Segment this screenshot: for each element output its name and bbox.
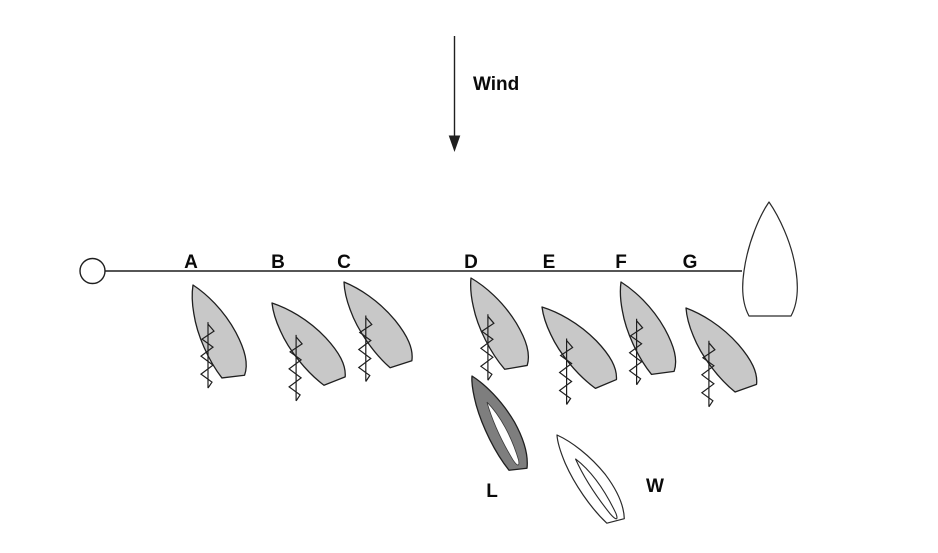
boat-hull	[619, 281, 677, 376]
start-line-group	[79, 201, 798, 317]
luffing-sail-icon	[288, 334, 303, 402]
wind-label: Wind	[473, 74, 519, 95]
boat-f	[619, 281, 677, 386]
mark-label-e: E	[543, 252, 556, 273]
boat-d	[469, 277, 530, 381]
boat-g	[685, 307, 758, 408]
boat-hull	[191, 284, 247, 379]
boat-hull	[469, 277, 530, 370]
mark-label-g: G	[683, 252, 698, 273]
boat-hull	[685, 307, 758, 393]
windward-label: W	[646, 476, 664, 497]
boat-b	[271, 302, 346, 402]
boat-e	[541, 306, 618, 405]
mark-label-d: D	[464, 252, 478, 273]
mark-label-f: F	[615, 252, 627, 273]
mark-label-a: A	[184, 252, 198, 273]
wind-arrow-down-icon	[448, 135, 461, 152]
boat-leeward	[471, 375, 528, 471]
leeward-label: L	[486, 481, 498, 502]
luffing-sail-icon	[628, 318, 644, 386]
boat-hull	[343, 281, 413, 369]
luffing-sail-icon	[357, 315, 373, 382]
luffing-sail-icon	[199, 322, 215, 389]
boat-windward	[556, 434, 625, 524]
boat-hull	[541, 306, 618, 390]
sheeted-sail-icon	[486, 401, 520, 466]
mark-labels: A B C D E F G	[184, 252, 697, 273]
luffing-sail-icon	[700, 340, 716, 408]
boat-c	[343, 281, 413, 382]
pin-end-mark-icon	[79, 257, 106, 285]
committee-boat-icon	[742, 201, 798, 317]
luffing-sail-icon	[479, 314, 495, 381]
wind-indicator: Wind	[448, 36, 519, 152]
luffing-sail-icon	[558, 338, 574, 405]
boat-a	[191, 284, 247, 389]
mark-label-b: B	[271, 252, 285, 273]
mark-label-c: C	[337, 252, 351, 273]
sheeted-sail-icon	[574, 458, 618, 520]
boat-hull	[271, 302, 346, 386]
